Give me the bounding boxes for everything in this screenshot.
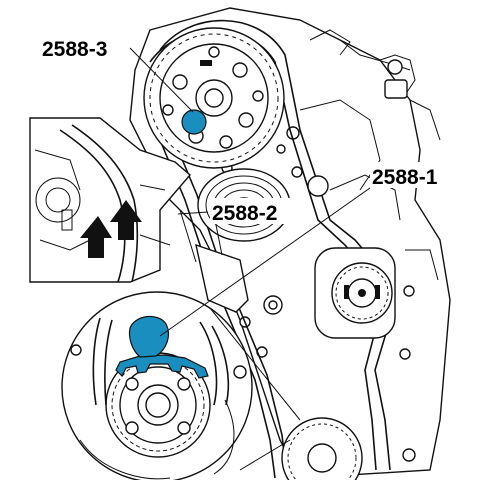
tool-2588-1-head — [128, 315, 169, 358]
inset-bottom-left — [61, 291, 301, 483]
leader-2588-2 — [177, 211, 209, 215]
up-arrow-icon — [110, 200, 142, 240]
tool-2588-2-shaft — [179, 209, 197, 263]
label-2588-1: 2588-1 — [372, 166, 438, 189]
label-2588-3: 2588-3 — [42, 38, 107, 61]
up-arrow-icon — [80, 216, 112, 258]
leader-2588-3 — [129, 47, 194, 113]
inset-top-left — [29, 117, 191, 283]
tool-2588-1-bracket — [115, 354, 209, 379]
crankshaft-sprocket — [263, 295, 363, 485]
camshaft-sprocket — [143, 27, 285, 169]
tool-2588-3-pin — [181, 109, 207, 135]
leader-2588-1 — [159, 187, 371, 337]
label-2588-2: 2588-2 — [212, 202, 277, 225]
auxiliary-sprocket — [314, 247, 396, 339]
leader-lines — [129, 47, 371, 337]
